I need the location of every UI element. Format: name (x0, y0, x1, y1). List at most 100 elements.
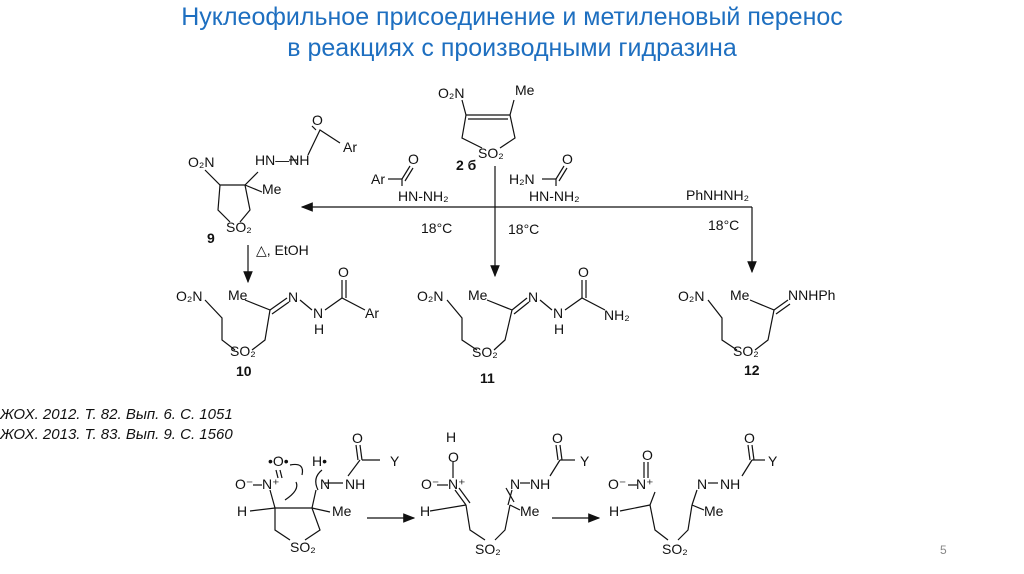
atom-label: NNHPh (788, 287, 835, 303)
atom-label: O (408, 151, 419, 167)
bond-line (511, 297, 528, 311)
compound-10: O₂N Me N N H O Ar SO₂ 10 (176, 264, 379, 379)
bond-line (289, 463, 304, 476)
bond-line (677, 504, 693, 541)
atom-label: O⁻ (608, 476, 626, 492)
bond-line (558, 167, 568, 182)
atom-label: O (552, 430, 563, 446)
bond-line (465, 504, 486, 541)
atom-label: Me (515, 82, 535, 98)
bond-line (355, 444, 359, 461)
bond-line (275, 469, 279, 479)
bond-line (347, 459, 361, 477)
reference-1: ЖОХ. 2012. Т. 82. Вып. 6. С. 1051 (0, 406, 233, 423)
atom-label: SO₂ (472, 344, 498, 360)
bond-line (707, 299, 738, 351)
atom-label: N⁺ (262, 476, 280, 492)
bond-line (244, 184, 263, 193)
atom-label: Y (768, 453, 778, 469)
bond-line (494, 504, 511, 541)
bond-line (307, 129, 341, 156)
atom-label: N (697, 476, 707, 492)
compound-label-10: 10 (236, 363, 252, 379)
reagent-phenylhydrazine: PhNHNH₂ 18°C (686, 187, 749, 233)
compound-2b: O₂N Me SO₂ 2 б (438, 82, 535, 173)
atom-label: NH (345, 476, 365, 492)
atom-label: Me (468, 287, 488, 303)
atom-label: O₂N (176, 288, 202, 304)
bond-line (315, 469, 323, 491)
atom-label: O₂N (417, 288, 443, 304)
atom-label: Ar (371, 171, 385, 187)
references: ЖОХ. 2012. Т. 82. Вып. 6. С. 1051 ЖОХ. 2… (0, 405, 233, 445)
bond-line (691, 489, 698, 506)
atom-label: O₂N (678, 288, 704, 304)
bond-line (499, 114, 516, 149)
compound-12: O₂N Me NNHPh SO₂ 12 (678, 287, 835, 378)
atom-label: •O• (268, 453, 289, 469)
bond-line (324, 297, 366, 311)
bond-line (304, 507, 321, 541)
atom-label: N (528, 289, 538, 305)
atom-label: Ar (365, 305, 379, 321)
atom-label: N (288, 289, 298, 305)
atom-label: NH (530, 476, 550, 492)
bond-line (507, 489, 513, 506)
atom-label: O⁻ (421, 476, 439, 492)
atom-label: O₂N (438, 85, 464, 101)
bond-line (555, 165, 565, 180)
bond-line (751, 444, 755, 461)
bond-line (454, 489, 467, 506)
bond-line (747, 444, 751, 461)
atom-label: SO₂ (733, 343, 759, 359)
atom-label: Me (704, 503, 724, 519)
atom-label: Me (520, 503, 540, 519)
atom-label: O (312, 112, 323, 128)
bond-line (401, 165, 411, 180)
bond-line (539, 299, 553, 311)
reagent-acylhydrazide: Ar O HN-NH₂ 18°C (371, 151, 452, 236)
reagent-semicarbazide: H₂N O HN-NH₂ 18°C (508, 151, 580, 237)
atom-label: HN-NH₂ (398, 188, 449, 204)
bond-line (564, 297, 606, 311)
bond-line (284, 481, 298, 501)
atom-label: H (237, 503, 247, 519)
bond-line (649, 504, 669, 541)
atom-label: Me (332, 503, 352, 519)
atom-label: O (562, 151, 573, 167)
bond-line (311, 489, 317, 509)
atom-label: N (320, 476, 330, 492)
atom-label: Ar (343, 139, 357, 155)
compound-9: O₂N HN—NH O Ar Me SO₂ 9 △, EtOH (188, 112, 357, 258)
page-number: 5 (940, 543, 947, 557)
mechanism-step-1: •O• O⁻ N⁺ H H• N NH O Y Me SO₂ (235, 430, 400, 555)
bond-line (461, 114, 483, 149)
bond-line (486, 299, 513, 351)
bond-line (446, 299, 478, 351)
bond-line (461, 99, 515, 116)
atom-label: O (642, 447, 653, 463)
bond-line (429, 504, 467, 512)
slide-title: Нуклеофильное присоединение и метиленовы… (0, 2, 1024, 64)
atom-label: SO₂ (478, 145, 504, 161)
compound-label-12: 12 (744, 362, 760, 378)
atom-label: Me (262, 181, 282, 197)
mechanism-step-3: O O⁻ N⁺ H N NH O Y Me SO₂ (608, 430, 778, 557)
bond-line (279, 469, 283, 479)
atom-label: H (609, 503, 619, 519)
atom-label: H• (312, 453, 327, 469)
atom-label: Y (390, 453, 400, 469)
compound-11: O₂N Me N N H O NH₂ SO₂ 11 (417, 264, 630, 386)
reference-2: ЖОХ. 2013. Т. 83. Вып. 9. С. 1560 (0, 426, 233, 443)
atom-label: O⁻ (235, 476, 253, 492)
bond-line (217, 184, 231, 223)
atom-label: N⁺ (636, 476, 654, 492)
bond-line (359, 444, 363, 461)
atom-label: SO₂ (475, 541, 501, 557)
bond-line (458, 487, 471, 504)
atom-label: H (554, 321, 564, 337)
bond-line (269, 489, 291, 541)
bond-line (271, 301, 290, 315)
atom-label: NH (720, 476, 740, 492)
bond-line (555, 444, 559, 461)
